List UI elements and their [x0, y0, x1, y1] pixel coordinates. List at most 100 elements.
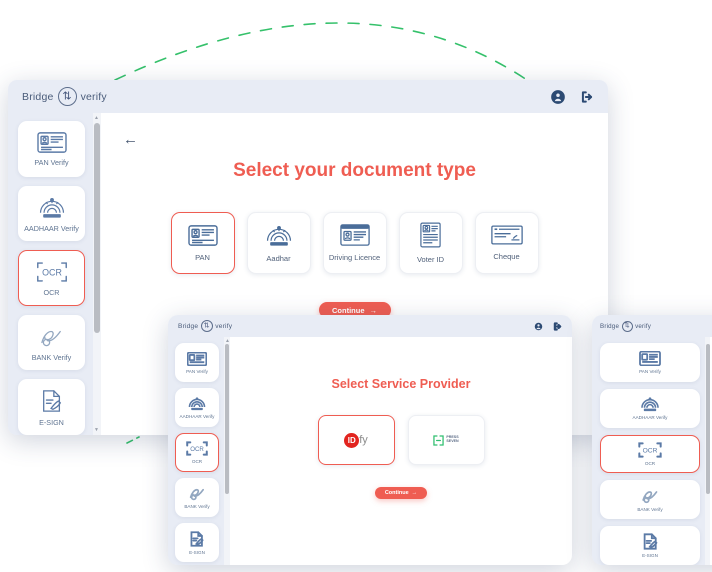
main-content — [710, 337, 712, 565]
doc-type-cheque[interactable]: Cheque — [474, 212, 539, 274]
sidebar-nav: PAN Verify AADHAAR Verify OCR — [168, 337, 224, 565]
window-sidebar-clone[interactable]: Bridge ⇅ verify — [592, 315, 712, 565]
scroll-up-arrow-icon[interactable]: ▲ — [225, 338, 230, 344]
content-scrollbar[interactable] — [705, 337, 710, 565]
svg-text:OCR: OCR — [643, 448, 658, 455]
sidebar-item-label: PAN Verify — [639, 368, 661, 374]
sidebar-item-label: OCR — [191, 459, 203, 464]
sidebar-item-label: E-SIGN — [642, 553, 658, 559]
back-arrow-icon[interactable]: ← — [123, 131, 138, 148]
sidebar-item-label: BANK Verify — [637, 506, 663, 512]
main-content: Select Service Provider ID fy — [230, 337, 572, 565]
sidebar-item-label: BANK Verify — [31, 352, 72, 362]
sidebar-item-ocr[interactable]: OCR OCR — [600, 434, 700, 474]
exchange-icon: ⇅ — [57, 87, 77, 106]
sidebar-item-label: PAN Verify — [186, 368, 208, 374]
brand-logo[interactable]: Bridge ⇅ verify — [600, 320, 652, 332]
ocr-scan-icon: OCR — [186, 441, 208, 456]
sidebar-item-e-sign[interactable]: E-SIGN — [600, 526, 700, 565]
document-type-list: PAN Aadhar — [101, 212, 608, 274]
pan-card-icon — [187, 352, 207, 366]
sidebar-item-label: AADHAAR Verify — [179, 414, 215, 419]
brand-logo[interactable]: Bridge ⇅ verify — [22, 87, 107, 106]
doc-type-label: Aadhar — [266, 253, 291, 263]
brand-left-text: Bridge — [22, 90, 54, 103]
app-header: Bridge ⇅ verify — [592, 315, 712, 337]
window-body: PAN Verify AADHAAR Verify OCR — [592, 337, 712, 565]
sidebar-item-bank-verify[interactable]: BANK Verify — [18, 314, 85, 371]
sidebar-item-pan-verify[interactable]: PAN Verify — [18, 121, 85, 177]
aadhaar-icon — [264, 224, 294, 247]
provider-press-seven[interactable]: PRESS SEVEN — [407, 415, 485, 465]
sidebar-item-e-sign[interactable]: E-SIGN — [18, 379, 85, 435]
sidebar-item-bank-verify[interactable]: BANK Verify — [175, 478, 219, 517]
sidebar-item-label: PAN Verify — [34, 158, 69, 168]
idfy-logo-icon: ID fy — [344, 432, 368, 448]
header-actions — [551, 90, 594, 104]
doc-type-driving-licence[interactable]: Driving Licence — [322, 212, 387, 274]
scroll-down-arrow-icon[interactable]: ▼ — [94, 427, 99, 433]
window-service-provider[interactable]: Bridge ⇅ verify — [168, 315, 572, 565]
aadhaar-icon — [639, 396, 661, 412]
app-header: Bridge ⇅ verify — [8, 80, 608, 113]
continue-button[interactable]: Continue → — [375, 487, 427, 499]
arrow-right-icon: → — [411, 490, 418, 496]
press-seven-line2: SEVEN — [446, 439, 459, 443]
sidebar-item-aadhaar-verify[interactable]: AADHAAR Verify — [175, 388, 219, 427]
app-header: Bridge ⇅ verify — [168, 315, 572, 337]
content-scrollbar[interactable]: ▲ ▼ — [93, 113, 101, 435]
doc-type-aadhar[interactable]: Aadhar — [246, 212, 311, 274]
scrollbar-thumb[interactable] — [94, 123, 100, 333]
sidebar-item-aadhaar-verify[interactable]: AADHAAR Verify — [600, 388, 700, 428]
doc-type-pan[interactable]: PAN — [170, 212, 235, 274]
sidebar-nav: PAN Verify AADHAAR Verify O — [8, 113, 93, 435]
window-body: PAN Verify AADHAAR Verify OCR — [168, 337, 572, 565]
continue-label: Continue — [332, 305, 365, 315]
idfy-mark: ID — [344, 432, 360, 448]
sidebar-item-ocr[interactable]: OCR OCR — [175, 433, 219, 472]
press-seven-logo-icon: PRESS SEVEN — [433, 434, 459, 446]
scroll-up-arrow-icon[interactable]: ▲ — [94, 115, 99, 121]
sidebar-item-aadhaar-verify[interactable]: AADHAAR Verify — [18, 185, 85, 242]
account-circle-icon[interactable] — [551, 90, 565, 104]
doc-type-label: Cheque — [493, 252, 520, 261]
ocr-scan-icon: OCR — [36, 261, 68, 283]
logout-icon[interactable] — [580, 90, 594, 104]
content-scrollbar[interactable]: ▲ — [224, 337, 230, 565]
svg-text:OCR: OCR — [190, 446, 204, 453]
brand-left-text: Bridge — [600, 322, 620, 330]
sidebar-item-pan-verify[interactable]: PAN Verify — [175, 343, 219, 382]
bank-signature-icon — [188, 486, 207, 501]
provider-idfy[interactable]: ID fy — [317, 415, 395, 465]
sidebar-item-label: E-SIGN — [39, 418, 64, 428]
bank-signature-icon — [640, 488, 661, 504]
brand-logo[interactable]: Bridge ⇅ verify — [178, 320, 232, 332]
sidebar-item-ocr[interactable]: OCR OCR — [18, 250, 85, 306]
continue-label: Continue — [384, 490, 409, 496]
logout-icon[interactable] — [553, 322, 562, 331]
esign-document-icon — [40, 389, 64, 413]
sidebar-item-label: E-SIGN — [189, 549, 205, 555]
scrollbar-thumb[interactable] — [225, 344, 229, 494]
sidebar-item-e-sign[interactable]: E-SIGN — [175, 523, 219, 562]
page-title: Select Service Provider — [331, 377, 471, 391]
sidebar-item-pan-verify[interactable]: PAN Verify — [600, 343, 700, 382]
sidebar-item-label: AADHAAR Verify — [24, 223, 79, 233]
pan-card-icon — [37, 132, 67, 153]
brand-right-text: verify — [635, 322, 652, 330]
doc-type-voter-id[interactable]: Voter ID — [398, 212, 463, 274]
arrow-right-icon: → — [369, 305, 378, 315]
esign-document-icon — [642, 533, 659, 550]
exchange-icon: ⇅ — [621, 320, 633, 332]
sidebar-item-bank-verify[interactable]: BANK Verify — [600, 480, 700, 520]
brand-right-text: verify — [215, 322, 233, 330]
svg-text:OCR: OCR — [42, 268, 62, 278]
account-circle-icon[interactable] — [534, 322, 543, 331]
continue-button[interactable]: Continue → — [318, 302, 391, 318]
header-actions — [534, 322, 562, 331]
page-title: Select your document type — [233, 160, 476, 181]
brand-left-text: Bridge — [178, 322, 199, 330]
sidebar-item-label: OCR — [43, 287, 60, 297]
cheque-icon — [491, 225, 523, 245]
scrollbar-thumb[interactable] — [706, 344, 710, 494]
